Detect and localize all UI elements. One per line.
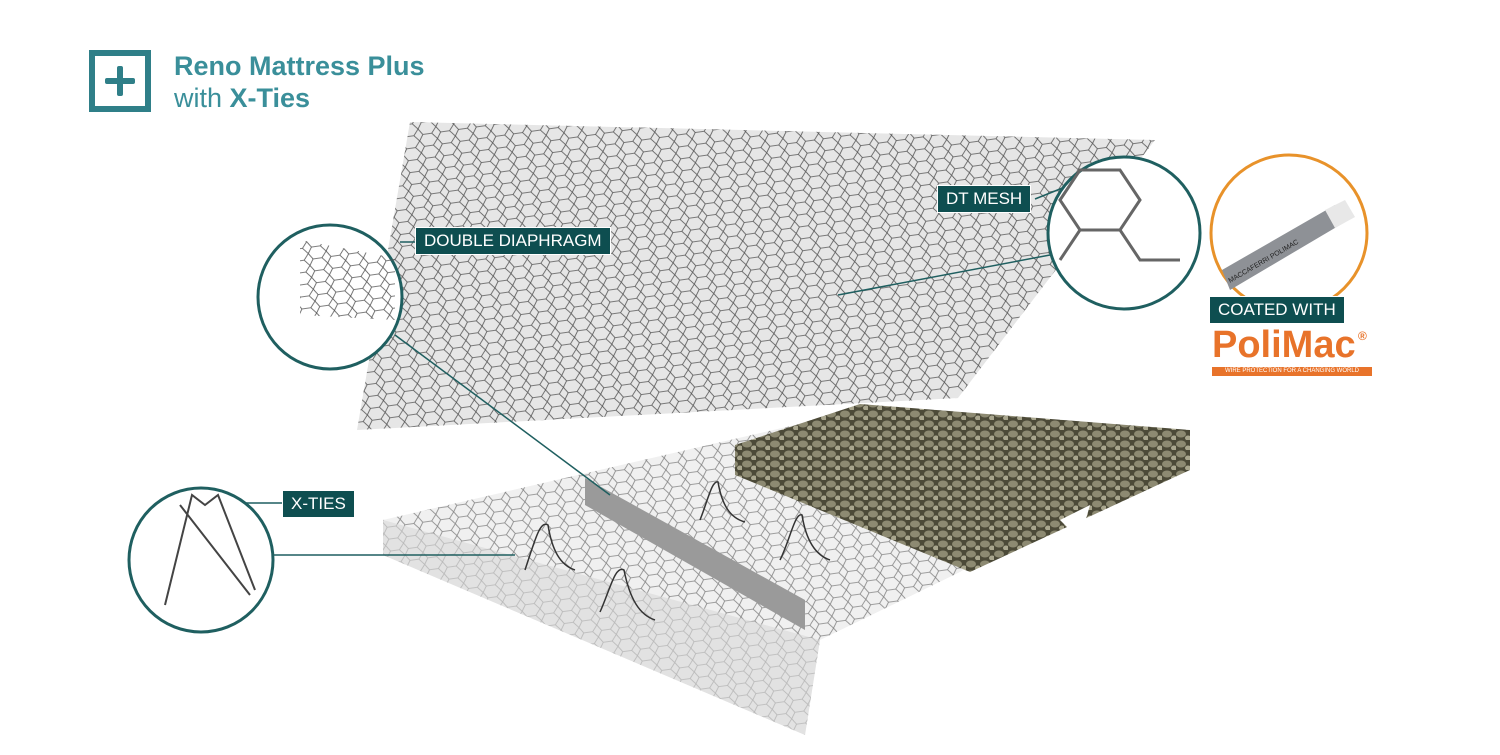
plus-icon bbox=[89, 50, 151, 112]
stone-fill bbox=[735, 404, 1190, 572]
title-prefix: with bbox=[174, 83, 230, 113]
dt-mesh-detail-circle bbox=[1046, 155, 1202, 311]
x-tie-marks bbox=[524, 481, 831, 621]
registered-mark: ® bbox=[1358, 329, 1367, 343]
polimac-wire-circle bbox=[1209, 153, 1369, 313]
mattress-base bbox=[383, 404, 1190, 735]
dt-mesh-panel bbox=[357, 122, 1155, 430]
label-double-diaphragm: DOUBLE DIAPHRAGM bbox=[415, 227, 611, 255]
callout-lines bbox=[245, 184, 1071, 556]
title-bold: X-Ties bbox=[229, 83, 311, 113]
title-line1: Reno Mattress Plus bbox=[174, 51, 425, 81]
page-title: Reno Mattress Plus with X-Ties bbox=[174, 50, 425, 114]
polimac-tagline: WIRE PROTECTION FOR A CHANGING WORLD bbox=[1212, 367, 1372, 376]
label-dt-mesh: DT MESH bbox=[937, 185, 1032, 213]
label-coated-with: COATED WITH bbox=[1209, 296, 1345, 324]
diaphragm-detail-circle bbox=[256, 223, 404, 371]
diaphragm-wall bbox=[585, 478, 805, 630]
polimac-logo: PoliMac bbox=[1212, 324, 1356, 366]
label-x-ties: X-TIES bbox=[282, 490, 355, 518]
x-ties-detail-circle bbox=[127, 486, 275, 634]
